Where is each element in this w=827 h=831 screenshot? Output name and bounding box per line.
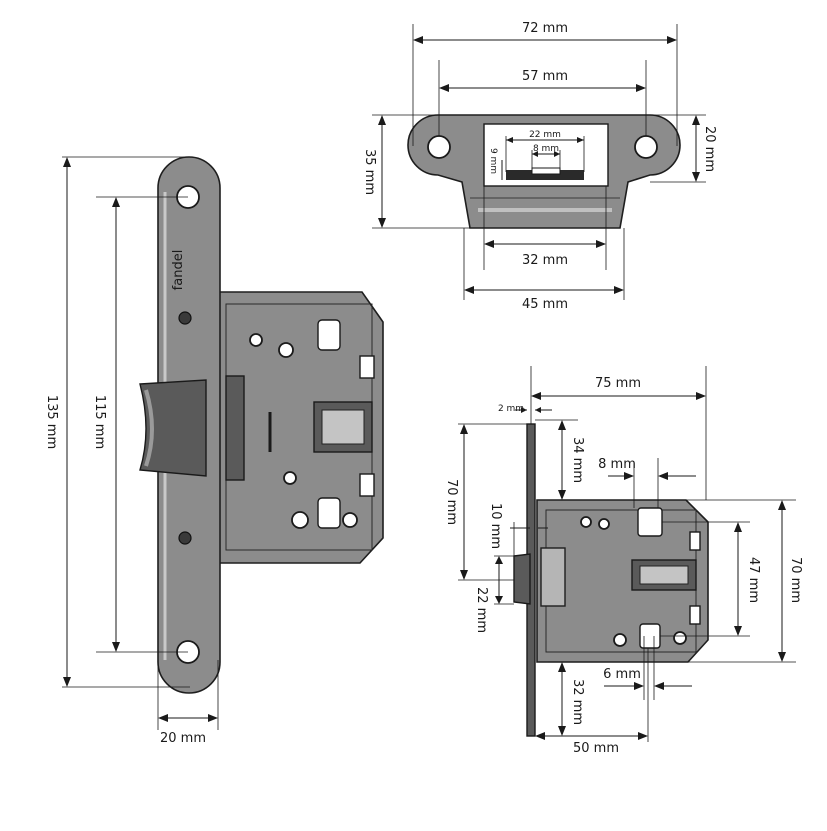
- case-side-slot: [359, 473, 375, 497]
- front-view-lock: fandel 135 mm 115 mm 20 mm: [44, 156, 384, 746]
- dim-arrows: [624, 472, 668, 480]
- dim-body-upper-height: 70 mm: [444, 479, 459, 525]
- side-rivet-hole: [613, 633, 627, 647]
- case-rivet-hole: [283, 471, 297, 485]
- case-rivet-hole: [342, 512, 358, 528]
- dim-latch-height: 22 mm: [474, 587, 489, 633]
- dim-latch-projection: 10 mm: [488, 503, 503, 549]
- dim-cylinder-offset: 6 mm: [603, 667, 641, 682]
- strike-tab-slot: [531, 167, 561, 175]
- strike-latch-tab: [506, 170, 584, 180]
- side-latch-housing: [540, 547, 566, 607]
- side-latch-bolt: [513, 553, 531, 605]
- side-side-slot: [689, 531, 701, 551]
- dim-strike-ear-height: 20 mm: [702, 126, 717, 172]
- case-rivet-hole: [278, 342, 294, 358]
- dim-backset-bottom: 32 mm: [570, 679, 585, 725]
- side-square-hole-bottom: [639, 623, 661, 649]
- case-square-hole-top: [317, 319, 341, 351]
- dim-faceplate-length: 135 mm: [44, 395, 59, 449]
- dim-strike-hole-spacing: 57 mm: [522, 69, 568, 84]
- dim-spindle-to-cylinder: 47 mm: [746, 557, 761, 603]
- dim-strike-width-total: 72 mm: [522, 21, 568, 36]
- dim-arrows: [634, 682, 664, 690]
- case-follower-face: [321, 409, 365, 445]
- dim-spindle-offset: 8 mm: [598, 457, 636, 472]
- dim-faceplate-hole-spacing: 115 mm: [92, 395, 107, 449]
- side-rivet-hole: [598, 518, 610, 530]
- side-square-hole-top: [637, 507, 663, 537]
- dim-latch-to-top: 34 mm: [570, 437, 585, 483]
- case-latch-housing: [225, 375, 245, 481]
- side-rivet-hole: [673, 631, 687, 645]
- side-rivet-hole: [580, 516, 592, 528]
- dim-strike-window-depth: 9 mm: [488, 148, 498, 174]
- dim-arrows: [532, 151, 560, 157]
- side-side-slot: [689, 605, 701, 625]
- dim-faceplate-thickness: 2 mm: [498, 404, 524, 414]
- side-follower-face: [639, 565, 689, 585]
- dim-strike-window-width: 22 mm: [529, 130, 561, 140]
- latch-bolt-curve: [144, 389, 154, 467]
- dim-strike-height: 35 mm: [362, 149, 377, 195]
- strike-screw-hole-right: [634, 135, 658, 159]
- dim-arrows: [521, 407, 541, 413]
- dim-faceplate-width: 20 mm: [160, 731, 206, 746]
- case-rivet-hole: [249, 333, 263, 347]
- strike-plate-view: 72 mm 57 mm 22 mm 8 mm 9 mm 35 mm 20 mm: [362, 21, 717, 312]
- case-rivet-hole: [291, 511, 309, 529]
- strike-screw-hole-left: [427, 135, 451, 159]
- faceplate-rivet: [178, 311, 192, 325]
- side-view-lock: 75 mm 2 mm 34 mm 70 mm 10 mm 22 mm: [444, 366, 803, 756]
- brand-logo: fandel: [171, 250, 186, 291]
- dim-body-total-depth: 75 mm: [595, 376, 641, 391]
- dim-strike-window-inner: 8 mm: [533, 144, 559, 154]
- faceplate-rivet: [178, 531, 192, 545]
- case-side-slot: [359, 355, 375, 379]
- dim-strike-lip-outer: 45 mm: [522, 297, 568, 312]
- dim-body-height: 70 mm: [788, 557, 803, 603]
- dim-backset: 50 mm: [573, 741, 619, 756]
- latch-bolt: [139, 379, 207, 477]
- dim-strike-lip-inner: 32 mm: [522, 253, 568, 268]
- case-square-hole-bottom: [317, 497, 341, 529]
